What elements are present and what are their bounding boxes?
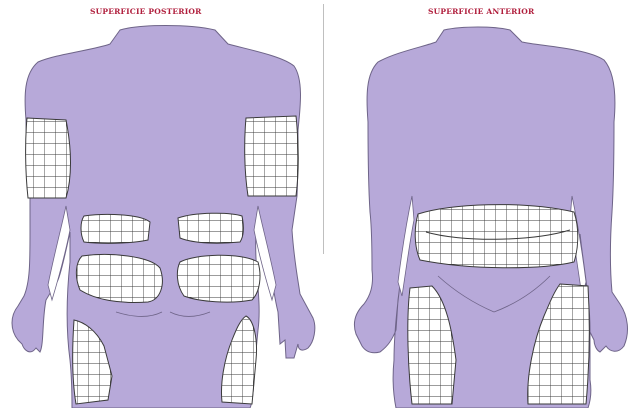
posterior-right-flank-zone — [178, 213, 243, 243]
posterior-body-silhouette — [12, 26, 315, 408]
anterior-abdomen-zone — [415, 205, 578, 268]
posterior-left-arm-zone — [26, 118, 71, 198]
posterior-right-buttock-zone — [177, 255, 260, 302]
posterior-right-arm-zone — [245, 116, 299, 196]
posterior-left-flank-zone — [81, 214, 150, 243]
posterior-figure — [12, 26, 315, 408]
anterior-figure — [354, 27, 627, 408]
posterior-left-buttock-zone — [76, 255, 162, 303]
